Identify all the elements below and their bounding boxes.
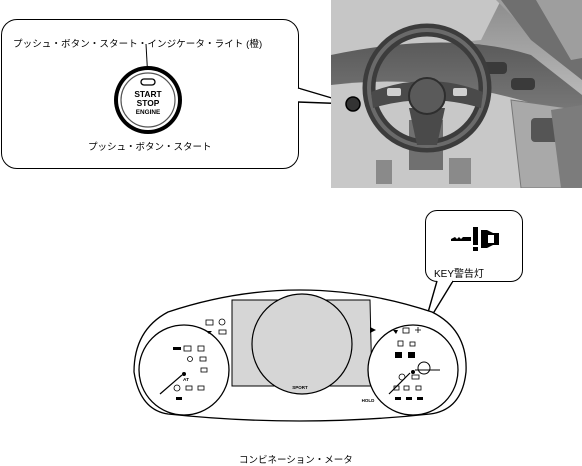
- key-warning-label: KEY警告灯: [434, 269, 485, 280]
- at-text: AT: [183, 377, 189, 383]
- push-button-indicator-icon: [140, 78, 156, 86]
- push-start-button: START STOP ENGINE: [114, 66, 182, 134]
- push-button-caption: プッシュ・ボタン・スタート: [88, 142, 212, 153]
- hold-text: HOLD: [362, 398, 375, 403]
- button-text-engine: ENGINE: [136, 109, 161, 116]
- cluster-caption: コンビネーション・メータ: [239, 455, 353, 466]
- steering-wheel-icon: [362, 23, 492, 153]
- button-text-stop: STOP: [137, 98, 160, 108]
- key-warning-callout: [425, 210, 523, 282]
- button-text-start: START: [134, 89, 162, 99]
- key-warning-icon: [451, 227, 499, 251]
- sport-text: SPORT: [292, 385, 308, 390]
- indicator-light-label: プッシュ・ボタン・スタート・インジケータ・ライト (橙): [13, 39, 263, 50]
- dashboard-photo: [331, 0, 582, 188]
